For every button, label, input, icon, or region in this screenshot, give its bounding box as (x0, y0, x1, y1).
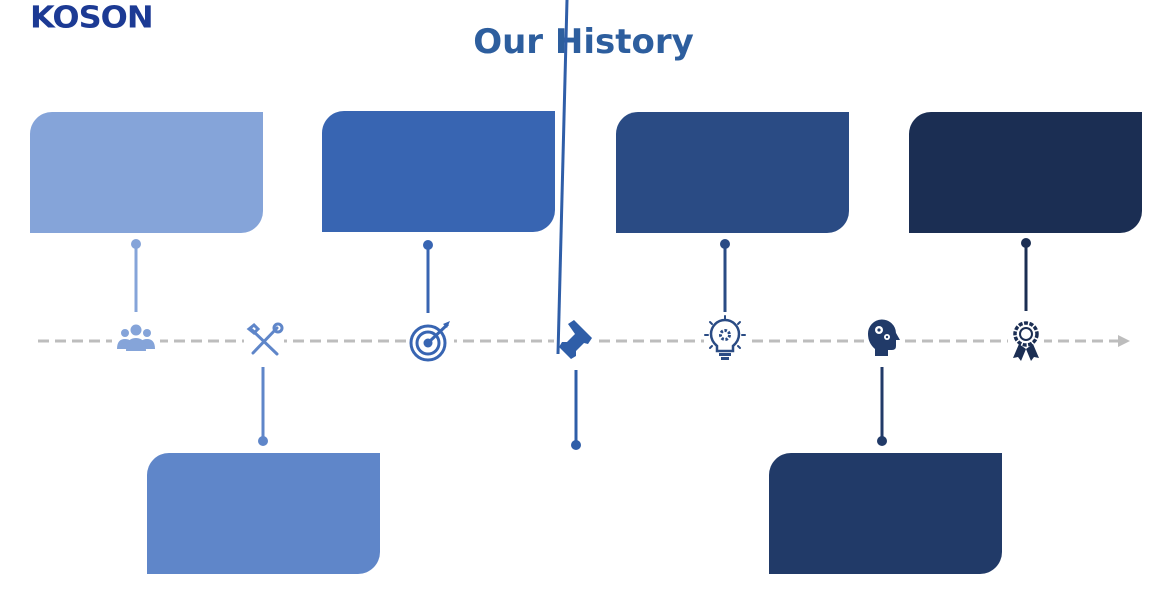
connector-1 (131, 239, 141, 312)
milestone-card-2 (147, 453, 380, 574)
pushpin-icon (556, 0, 592, 359)
connector-3 (423, 240, 433, 313)
milestone-card-6 (769, 453, 1002, 574)
milestone-card-5 (616, 112, 849, 233)
milestone-card-3 (322, 111, 555, 232)
connector-6 (877, 367, 887, 446)
award-ribbon-icon (1013, 321, 1039, 361)
timeline-arrow (38, 335, 1130, 347)
lightbulb-gear-icon (704, 315, 746, 360)
connector-4 (571, 370, 581, 450)
milestone-card-7 (909, 112, 1142, 233)
people-group-icon (117, 324, 155, 351)
page-title: Our History (473, 22, 694, 62)
target-icon (409, 321, 450, 362)
tools-icon (246, 322, 284, 356)
connector-7 (1021, 238, 1031, 311)
head-gears-icon (867, 319, 900, 356)
koson-logo: KOSON (30, 0, 154, 36)
milestone-card-1 (30, 112, 263, 233)
connector-5 (720, 239, 730, 312)
connector-2 (258, 367, 268, 446)
